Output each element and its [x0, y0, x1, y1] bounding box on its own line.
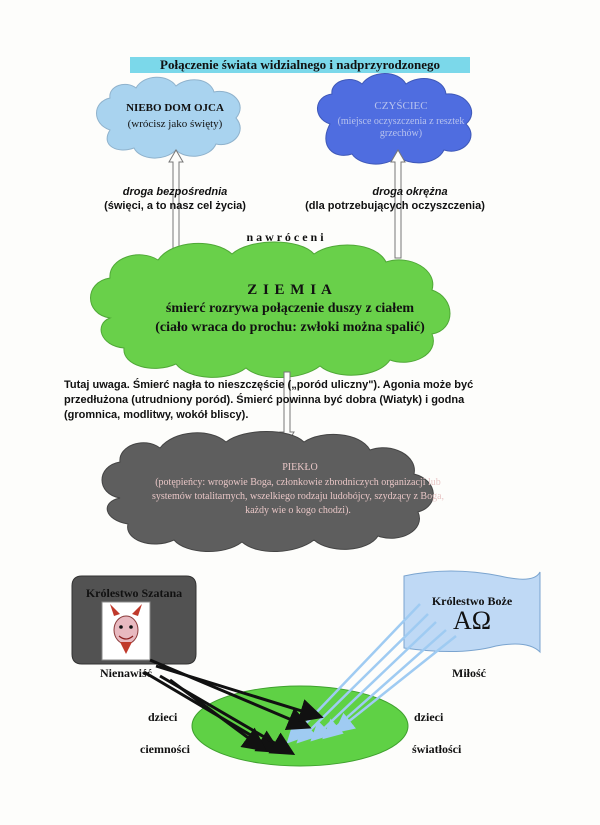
earth-cloud — [90, 241, 451, 378]
purgatory-subtitle: (miejsce oczyszczenia z resztek grzechów… — [337, 116, 465, 139]
hatred-arrows — [143, 658, 324, 756]
hell-title: PIEKŁO — [282, 462, 318, 473]
death-warning-text: Tutaj uwaga. Śmierć nagła to nieszczęści… — [64, 379, 474, 421]
indirect-path-arrow — [390, 149, 406, 259]
heaven-subtitle: (wrócisz jako święty) — [127, 118, 223, 130]
devil-face-icon — [101, 601, 151, 661]
children-oval — [191, 685, 409, 767]
hell-cloud — [101, 431, 434, 553]
direct-path-arrow — [168, 149, 184, 255]
love-arrow — [334, 635, 457, 734]
god-kingdom-flag — [403, 570, 541, 654]
god-kingdom-label: Królestwo Boże — [431, 594, 513, 608]
heaven-title: NIEBO DOM OJCA — [126, 102, 224, 114]
hell-description: (potępieńcy: wrogowie Boga, członkowie z… — [151, 477, 445, 516]
satan-kingdom-label: Królestwo Szatana — [85, 586, 183, 600]
earth-title: Z I E M I A — [247, 282, 333, 298]
children-light-line-1: dzieci — [414, 710, 444, 724]
children-dark-line-2: ciemności — [140, 742, 190, 756]
children-light-line-2: światłości — [412, 742, 462, 756]
purgatory-title: CZYŚCIEC — [374, 100, 428, 112]
earth-line-2: (ciało wraca do prochu: zwłoki można spa… — [155, 320, 425, 335]
indirect-path-label: droga okrężna — [372, 186, 448, 198]
conversion-label: n a w r ó c e n i — [246, 230, 324, 244]
direct-path-label: droga bezpośrednia — [122, 186, 228, 198]
indirect-path-note: (dla potrzebujących oczyszczenia) — [305, 200, 485, 212]
purgatory-cloud — [317, 73, 473, 165]
love-label: Miłość — [452, 666, 486, 680]
alpha-omega-symbol: AΩ — [452, 606, 492, 635]
direct-path-note: (święci, a to nasz cel życia) — [104, 200, 246, 212]
children-dark-line-1: dzieci — [148, 710, 178, 724]
hatred-arrow — [169, 678, 267, 752]
earth-line-1: śmierć rozrywa połączenie duszy z ciałem — [165, 301, 415, 316]
hatred-arrow — [155, 664, 324, 723]
heaven-cloud — [96, 76, 241, 159]
hatred-label: Nienawiść — [100, 666, 152, 680]
page-title: Połączenie świata widzialnego i nadprzyr… — [130, 57, 470, 73]
